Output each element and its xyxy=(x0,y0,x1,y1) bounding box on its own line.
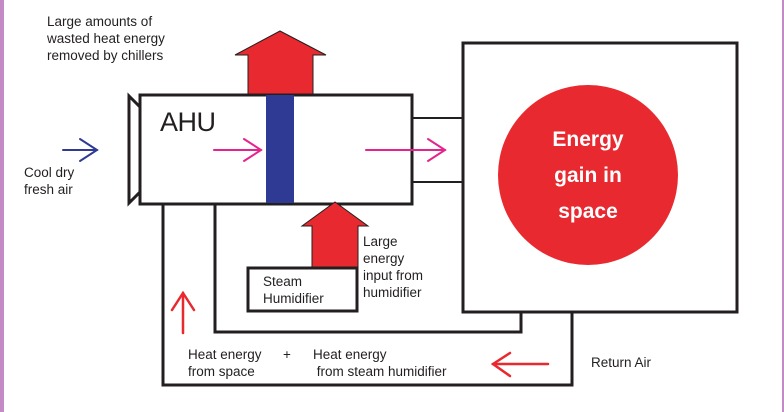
heat-from-humidifier-label: Heat energy from steam humidifier xyxy=(313,347,447,379)
frame-border-left xyxy=(0,0,4,412)
return-duct-inner xyxy=(213,204,523,334)
return-left-arrow-icon xyxy=(490,351,550,378)
cooling-coil xyxy=(266,95,294,203)
fresh-air-label: Cool dry fresh air xyxy=(24,165,75,197)
plus-sign: + xyxy=(283,347,291,362)
intake-damper xyxy=(127,92,142,207)
conditioned-space-box xyxy=(461,41,739,314)
steam-humidifier-box xyxy=(246,266,359,313)
ahu-label: AHU xyxy=(160,107,216,137)
fresh-air-arrow-icon xyxy=(62,138,99,162)
humidifier-input-label: Large energy input from humidifier xyxy=(363,234,424,300)
supply-arrow-in-icon xyxy=(213,138,263,162)
return-up-arrow-icon xyxy=(170,290,196,335)
supply-arrow-out-icon xyxy=(365,138,447,162)
energy-gain-circle xyxy=(498,85,678,265)
humidifier-heat-arrow-icon xyxy=(300,201,370,269)
chiller-heat-arrow-icon xyxy=(234,30,327,96)
steam-humidifier-label: Steam Humidifier xyxy=(263,274,324,306)
chillers-note-label: Large amounts of wasted heat energy remo… xyxy=(47,14,165,63)
frame-border-right xyxy=(782,0,784,412)
return-duct-outer xyxy=(161,204,574,387)
return-air-label: Return Air xyxy=(591,355,652,370)
heat-from-space-label: Heat energy from space xyxy=(188,347,262,379)
energy-gain-label: Energy gain in space xyxy=(552,128,624,223)
